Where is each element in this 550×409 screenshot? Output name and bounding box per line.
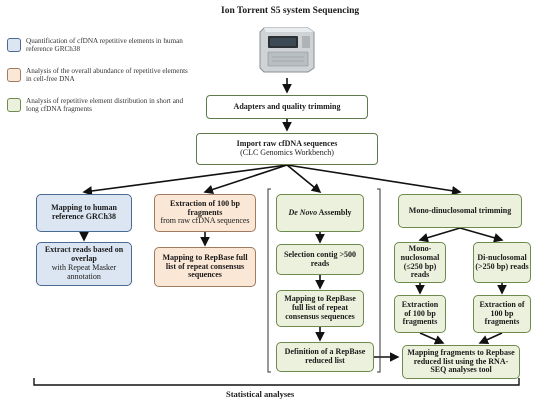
mono-nuclosomal-label: Mono-nuclosomal [400, 243, 440, 262]
selection-contig-label: Selection contig >500 reads [283, 249, 357, 268]
di-nuclosomal-label: Di-nuclosomal [477, 252, 527, 262]
legend-text-orange: Analysis of the overall abundance of rep… [26, 67, 188, 84]
extraction-100bp-label: Extraction of 100 bp fragments [170, 198, 240, 217]
extraction-mono-label: Extraction of 100 bp fragments [401, 299, 439, 327]
mapping-repbase-full-2-label: Mapping to RepBase full list of repeat c… [284, 294, 356, 321]
extraction-mono-box: Extraction of 100 bp fragments [394, 295, 446, 333]
mono-di-trimming-box: Mono-dinuclosomal trimming [398, 194, 522, 228]
mono-nuclosomal-sublabel: (≤250 bp) reads [403, 261, 437, 280]
mapping-repbase-full-box: Mapping to RepBase full list of repeat c… [154, 247, 256, 287]
mapping-repbase-full-2-box: Mapping to RepBase full list of repeat c… [276, 290, 364, 327]
definition-reduced-list-label: Definition of a RepBase reduced list [284, 347, 366, 365]
mono-nuclosomal-box: Mono-nuclosomal (≤250 bp) reads [394, 242, 446, 283]
adapters-trimming-label: Adapters and quality trimming [233, 101, 341, 111]
legend-swatch-blue [7, 38, 21, 52]
mono-di-trimming-label: Mono-dinuclosomal trimming [408, 205, 512, 215]
mapping-repbase-full-label: Mapping to RepBase full list of repeat c… [162, 252, 248, 280]
mapping-human-reference-box: Mapping to human reference GRCh38 [36, 194, 132, 232]
extraction-100bp-box: Extraction of 100 bp fragments from raw … [154, 194, 256, 232]
adapters-trimming-box: Adapters and quality trimming [206, 95, 368, 119]
legend-swatch-orange [7, 68, 21, 82]
mapping-human-reference-label: Mapping to human reference GRCh38 [51, 203, 117, 221]
diagram-title: Ion Torrent S5 system Sequencing [221, 6, 360, 16]
extract-reads-overlap-label: Extract reads based on overlap [44, 245, 124, 264]
sequencer-machine-icon [258, 24, 316, 76]
definition-reduced-list-box: Definition of a RepBase reduced list [276, 342, 374, 372]
import-sequences-box: Import raw cfDNA sequences (CLC Genomics… [196, 133, 378, 165]
mapping-fragments-box: Mapping fragments to Repbase reduced lis… [402, 345, 520, 379]
selection-contig-box: Selection contig >500 reads [276, 244, 364, 275]
import-sequences-label: Import raw cfDNA sequences [236, 139, 338, 149]
extraction-100bp-sublabel: from raw cfDNA sequences [160, 216, 250, 226]
mapping-fragments-label: Mapping fragments to Repbase reduced lis… [407, 347, 515, 375]
di-nuclosomal-box: Di-nuclosomal (>250 bp) reads [473, 242, 531, 283]
legend-swatch-green [7, 98, 21, 112]
de-novo-label: De Novo [288, 207, 318, 217]
legend-text-green: Analysis of repetitive element distribut… [26, 97, 184, 114]
statistical-analyses-label: Statistical analyses [226, 389, 295, 399]
import-sequences-sublabel: (CLC Genomics Workbench) [240, 148, 334, 157]
extract-reads-overlap-sublabel: with Repeat Masker annotation [51, 263, 117, 281]
extraction-di-label: Extraction of 100 bp fragments [479, 299, 525, 327]
extract-reads-overlap-box: Extract reads based on overlap with Repe… [36, 242, 132, 286]
de-novo-assembly-box: De Novo Assembly [276, 194, 364, 232]
assembly-label: Assembly [318, 207, 352, 217]
legend-text-blue: Quantification of cfDNA repetitive eleme… [26, 37, 183, 54]
di-nuclosomal-sublabel: (>250 bp) reads [475, 261, 529, 271]
extraction-di-box: Extraction of 100 bp fragments [473, 295, 531, 333]
